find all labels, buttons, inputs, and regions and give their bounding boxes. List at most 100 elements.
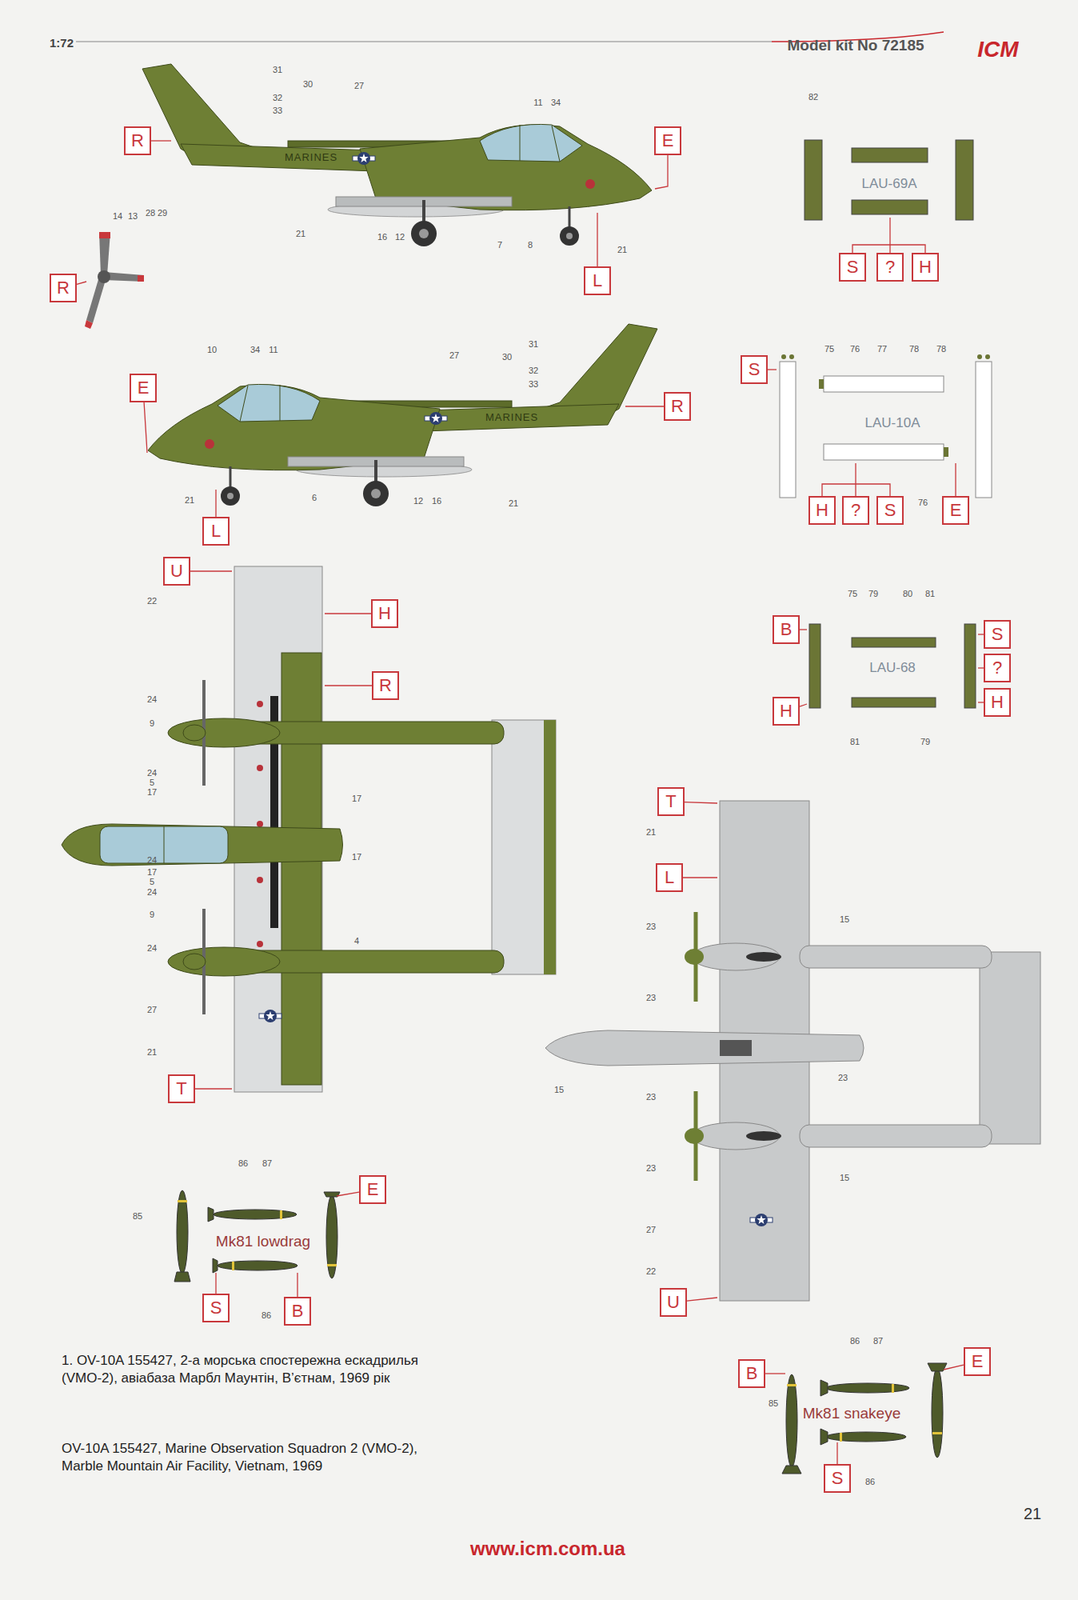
callout-number: 21	[617, 244, 627, 255]
callout-number: 17	[147, 866, 157, 877]
callout-number: 86	[850, 1335, 860, 1346]
leader-line	[767, 368, 777, 370]
leader-line	[890, 244, 926, 253]
callout-number: 87	[262, 1157, 272, 1168]
leader-line	[143, 402, 148, 453]
leader-line	[195, 1087, 232, 1089]
callout-number: 17	[147, 786, 157, 797]
leader-line	[324, 684, 372, 686]
leader-line	[336, 1191, 360, 1196]
callout-number: 15	[554, 1084, 564, 1094]
callout-number: 24	[147, 854, 157, 865]
leader-line	[889, 217, 891, 253]
color-callout-box: E	[942, 495, 970, 525]
color-callout-box: S	[876, 495, 904, 525]
color-callout-box: U	[163, 556, 191, 586]
callout-number: 23	[646, 921, 656, 931]
color-callout-box: ?	[842, 495, 870, 525]
callout-letter: E	[950, 501, 963, 520]
callout-number: 27	[646, 1224, 656, 1234]
leader-line	[799, 628, 807, 630]
callout-number: 29	[157, 207, 168, 218]
callout-number: 23	[838, 1072, 848, 1082]
leader-line	[625, 405, 664, 407]
callout-number: 24	[147, 694, 157, 704]
callout-number: 27	[354, 80, 364, 91]
callout-number: 31	[528, 339, 539, 349]
callout-letter: E	[137, 379, 150, 397]
callout-letter: S	[831, 1469, 844, 1487]
callout-number: 10	[207, 344, 217, 355]
color-callout-box: U	[659, 1287, 687, 1317]
callout-number: 31	[272, 64, 283, 75]
callout-number: 34	[250, 344, 260, 355]
callout-number: 21	[508, 498, 519, 508]
callout-number: 23	[646, 1091, 656, 1102]
color-callout-box: R	[663, 391, 691, 421]
color-callout-box: L	[655, 862, 683, 892]
color-callout-box: L	[583, 266, 611, 296]
callout-letter: H	[815, 501, 829, 520]
callout-number: 12	[395, 231, 405, 242]
callout-number: 22	[646, 1265, 656, 1276]
color-callout-box: E	[654, 126, 682, 156]
leader-line	[978, 666, 984, 668]
aircraft-marking: MARINES	[485, 411, 539, 424]
color-callout-box: T	[657, 786, 685, 816]
callout-letter: U	[666, 1293, 680, 1311]
color-callout-box: H	[911, 252, 939, 282]
page-number: 21	[1023, 1504, 1042, 1522]
leader-line	[852, 244, 891, 253]
callout-number: 80	[902, 588, 913, 599]
callout-number: 11	[533, 97, 543, 108]
aircraft-marking: MARINES	[284, 151, 338, 164]
leader-line	[190, 570, 232, 571]
color-callout-box: ?	[876, 252, 904, 282]
color-callout-box: R	[49, 273, 77, 303]
leader-line	[151, 139, 172, 141]
callout-number: 16	[377, 231, 388, 242]
web-address: www.icm.com.ua	[470, 1537, 626, 1559]
callout-letter: H	[378, 604, 392, 623]
callout-number: 15	[839, 914, 850, 924]
color-callout-box: L	[202, 516, 230, 546]
callout-letter: R	[131, 131, 144, 150]
color-callout-box: R	[123, 126, 152, 156]
callout-letter: S	[210, 1298, 223, 1317]
callout-number: 76	[850, 343, 860, 354]
color-callout-box: R	[371, 670, 400, 700]
leader-line	[978, 633, 984, 635]
callout-number: 34	[550, 97, 561, 108]
callout-number: 21	[646, 826, 656, 837]
callout-letter: S	[884, 501, 897, 520]
callout-letter: S	[991, 625, 1004, 643]
leader-line	[215, 1272, 216, 1294]
leader-line	[836, 1441, 838, 1464]
color-callout-box: S	[983, 619, 1011, 649]
callout-number: 79	[920, 736, 931, 747]
color-callout-box: E	[963, 1346, 991, 1376]
leader-line	[855, 483, 891, 496]
callout-number: 13	[127, 211, 138, 221]
caption-text: 1. OV-10A 155427, 2-а морська спостережн…	[61, 1351, 438, 1387]
callout-letter: L	[211, 522, 221, 540]
color-callout-box: H	[808, 495, 836, 525]
callout-number: 79	[868, 588, 879, 599]
callout-number: 27	[449, 350, 460, 360]
color-callout-box: S	[740, 355, 768, 384]
callout-letter: T	[665, 792, 676, 811]
callout-number: 6	[311, 492, 317, 503]
color-callout-box: H	[772, 696, 800, 726]
leader-line	[684, 802, 718, 803]
leader-line	[822, 483, 856, 496]
callout-letter: H	[779, 702, 793, 720]
leader-line	[682, 876, 718, 878]
color-callout-box: S	[838, 252, 867, 282]
callout-number: 76	[918, 497, 928, 508]
color-callout-box: H	[983, 687, 1011, 717]
callout-number: 81	[925, 588, 935, 599]
callout-letter: L	[664, 868, 675, 887]
brand-logo: ICM	[977, 37, 1019, 63]
scale-label: 1:72	[49, 36, 74, 51]
color-callout-box: E	[129, 373, 157, 403]
